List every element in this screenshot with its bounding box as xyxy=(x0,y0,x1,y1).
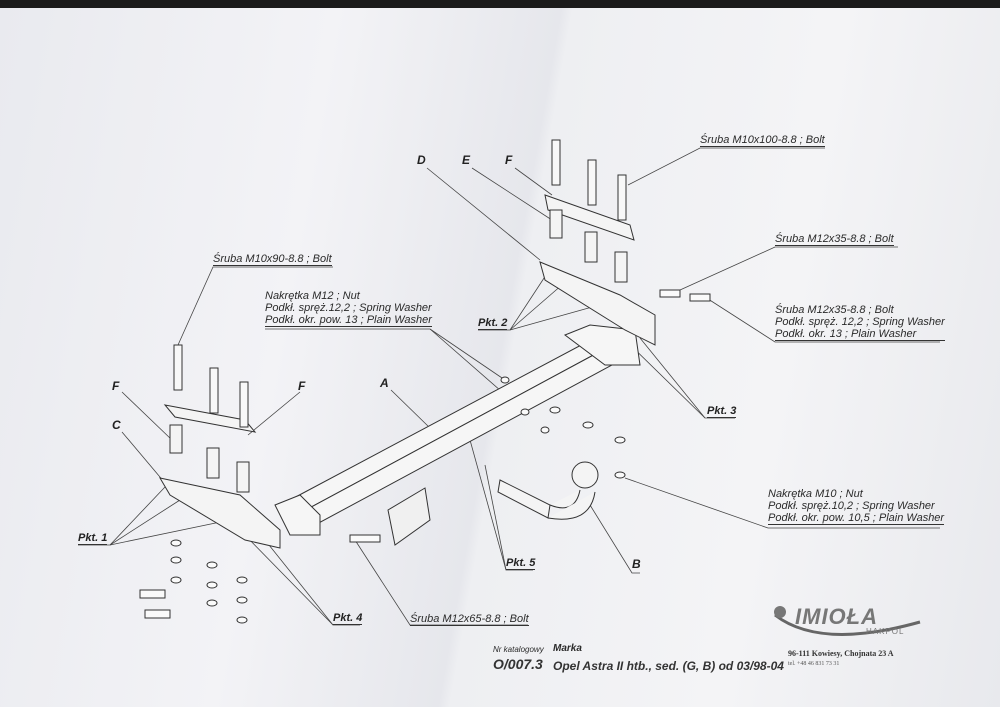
logo-hakpol: HAKPOL xyxy=(866,627,905,636)
main-crossbar xyxy=(274,324,641,536)
letter-f-top: F xyxy=(505,153,513,167)
nut-line: Nakrętka M10 ; Nut xyxy=(768,488,863,500)
letter-f-left: F xyxy=(112,379,120,393)
letter-a: A xyxy=(380,376,389,390)
plain-washer-line: Podkł. okr. 13 ; Plain Washer xyxy=(775,328,945,341)
brand-label: Marka xyxy=(553,643,582,654)
catalog-label: Nr katalogowy xyxy=(493,645,544,654)
ball-hitch xyxy=(497,461,599,520)
point-3: Pkt. 3 xyxy=(707,405,737,418)
letter-c: C xyxy=(112,418,121,432)
bolt-line: Śruba M12x35-8.8 ; Bolt xyxy=(775,304,894,316)
point-1: Pkt. 1 xyxy=(78,532,108,545)
letter-f-mid: F xyxy=(298,379,306,393)
left-bracket xyxy=(158,404,281,549)
vertical-bolts xyxy=(173,139,627,428)
logo-swoosh xyxy=(774,606,921,636)
logo-imiola: IMIOŁA xyxy=(795,604,878,629)
right-bracket xyxy=(539,194,656,346)
spring-washer-line: Podkł. spręż. 12,2 ; Spring Washer xyxy=(775,316,945,328)
scanned-sheet xyxy=(0,8,1000,707)
socket-plate xyxy=(387,487,431,546)
vehicle-model: Opel Astra II htb., sed. (G, B) od 03/98… xyxy=(553,659,784,673)
spring-washer-line: Podkł. spręż.12,2 ; Spring Washer xyxy=(265,302,432,314)
nuts-washers xyxy=(139,289,711,624)
catalog-number: O/007.3 xyxy=(493,656,543,672)
label-bolt-m12x35-set: Śruba M12x35-8.8 ; Bolt Podkł. spręż. 12… xyxy=(775,304,945,341)
point-5: Pkt. 5 xyxy=(506,557,536,570)
letter-d: D xyxy=(417,153,426,167)
label-bolt-m12x65: Śruba M12x65-8.8 ; Bolt xyxy=(410,613,529,626)
leader-lines xyxy=(78,147,940,626)
label-bolt-m10x100: Śruba M10x100-8.8 ; Bolt xyxy=(700,134,825,147)
label-bolt-m10x90: Śruba M10x90-8.8 ; Bolt xyxy=(213,253,332,266)
plain-washer-line: Podkł. okr. pow. 10,5 ; Plain Washer xyxy=(768,512,945,525)
plain-washer-line: Podkł. okr. pow. 13 ; Plain Washer xyxy=(265,314,432,327)
label-nut-m10: Nakrętka M10 ; Nut Podkł. spręż.10,2 ; S… xyxy=(768,488,945,525)
letter-b: B xyxy=(632,557,641,571)
company-address: 96-111 Kowiesy, Chojnata 23 A xyxy=(788,649,894,658)
label-bolt-m12x35: Śruba M12x35-8.8 ; Bolt xyxy=(775,233,894,246)
company-phone: tel. +48 46 831 73 31 xyxy=(788,661,840,667)
nut-line: Nakrętka M12 ; Nut xyxy=(265,290,360,302)
letter-e: E xyxy=(462,153,471,167)
point-4: Pkt. 4 xyxy=(333,612,363,625)
point-2: Pkt. 2 xyxy=(478,317,508,330)
label-nut-m12: Nakrętka M12 ; Nut Podkł. spręż.12,2 ; S… xyxy=(265,290,432,327)
spring-washer-line: Podkł. spręż.10,2 ; Spring Washer xyxy=(768,500,935,512)
